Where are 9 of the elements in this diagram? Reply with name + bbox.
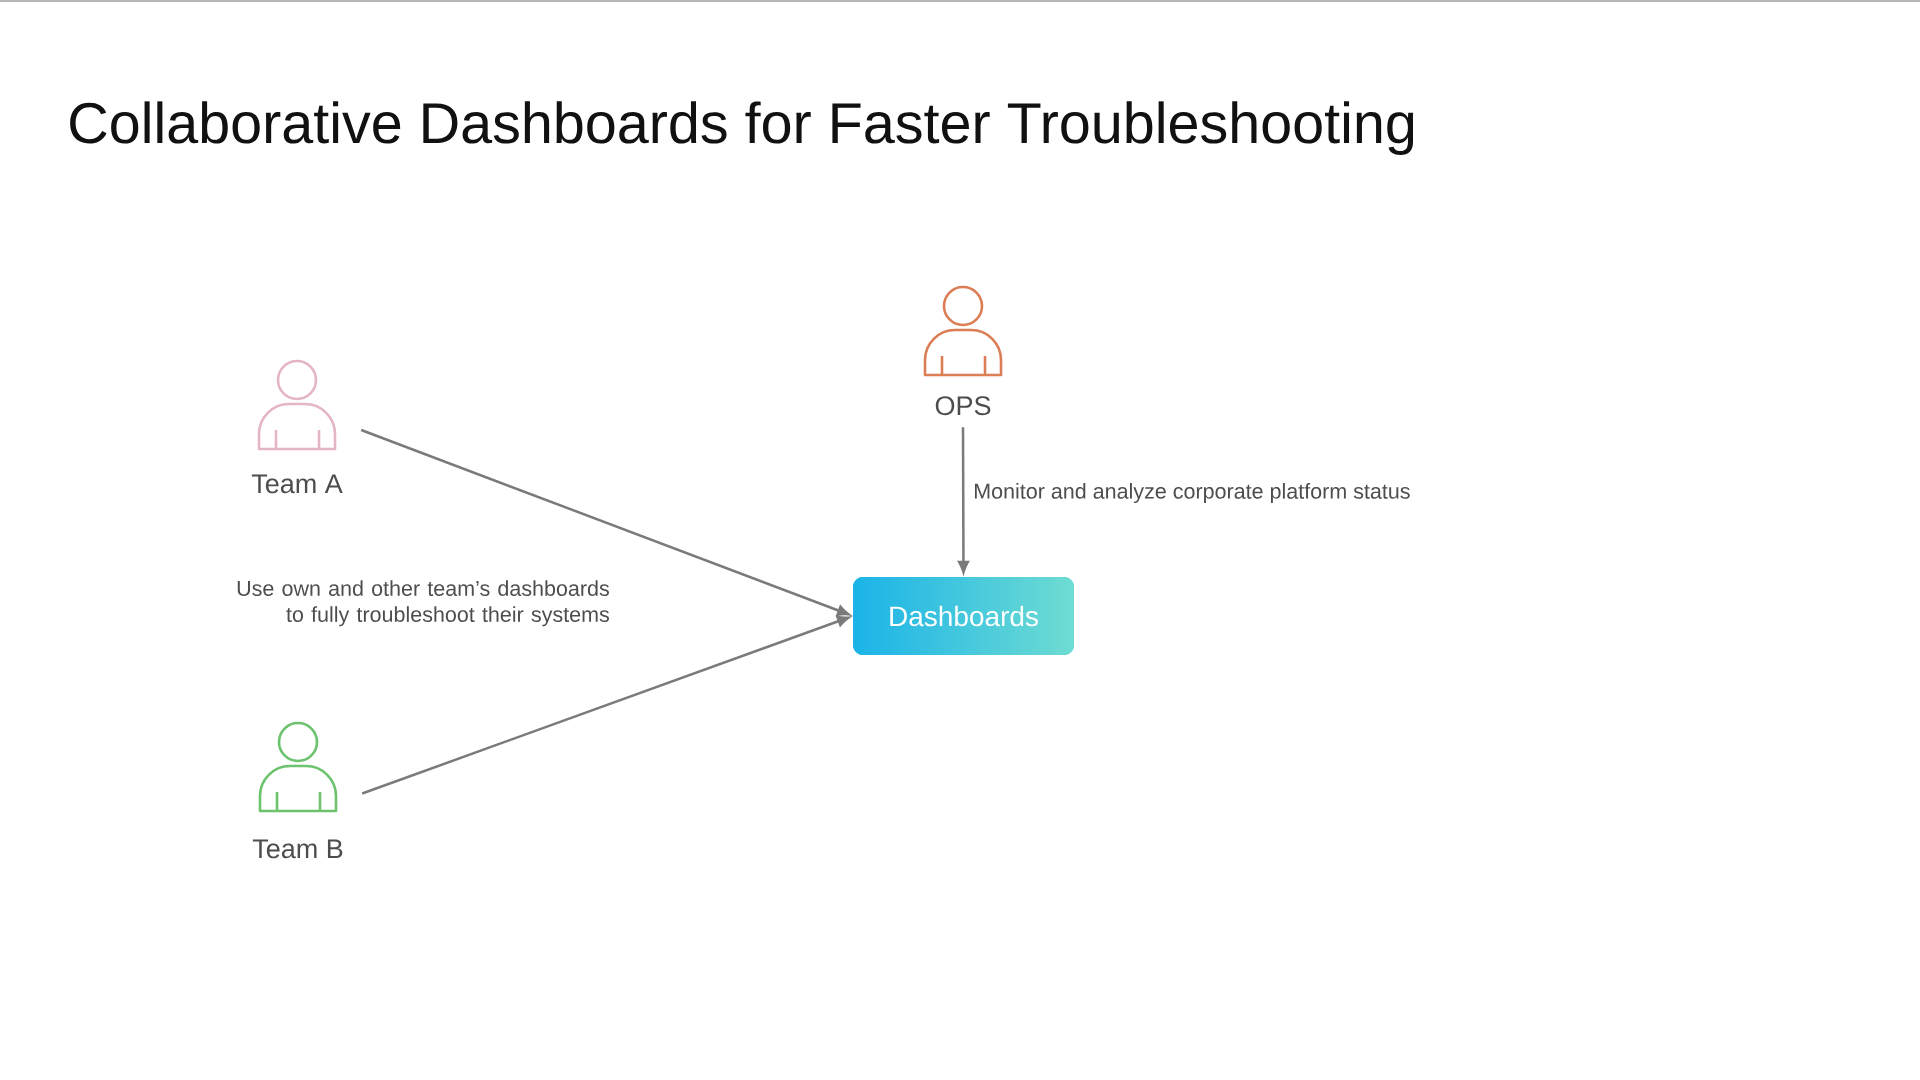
dashboard-box: Dashboards <box>853 577 1074 655</box>
person-label: Team B <box>252 839 343 859</box>
title: Collaborative Dashboards for Faster Troubleshooting <box>70 101 1414 155</box>
person-label: OPS <box>935 396 991 416</box>
edge-label: Monitor and analyze corporate platform status <box>971 481 1413 506</box>
note-text: Use own and other team’s dashboards to fully troubleshoot their systems <box>237 580 609 627</box>
arrow <box>360 428 850 616</box>
arrow <box>361 615 850 795</box>
person-label: Team A <box>251 474 343 494</box>
